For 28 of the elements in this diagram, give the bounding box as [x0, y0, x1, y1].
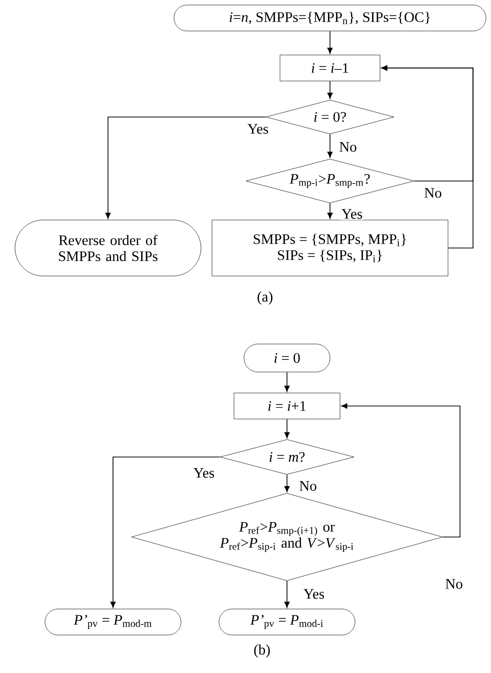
- arrow: [327, 202, 333, 219]
- terminal-box: P’$_{pv}$ = P$_{mod-i}$: [218, 608, 356, 636]
- arrow: [284, 474, 290, 492]
- edge-label: Yes: [192, 467, 216, 479]
- arrow: [284, 372, 290, 392]
- edge-label: Yes: [340, 208, 364, 220]
- process-box: SMPPs = {SMPPs, MPP$_{i}$} SIPs = {SIPs, IP$_{i}$}: [212, 220, 448, 276]
- arrow: [327, 80, 333, 99]
- terminal-box: i=n, SMPPs={MPP$_{n}$}, SIPs={OC}: [174, 4, 486, 32]
- process-box: i = i–1: [280, 54, 380, 82]
- arrow: [327, 134, 333, 158]
- arrow: [284, 418, 290, 438]
- terminal-box: Reverse order of SMPPs and SIPs: [14, 220, 202, 276]
- arrow: [110, 456, 220, 608]
- edge-label: No: [423, 187, 443, 199]
- arrow: [381, 65, 474, 248]
- arrow: [105, 116, 266, 219]
- process-box: i = i+1: [234, 392, 340, 420]
- arrow: [284, 580, 290, 608]
- edge-label: No: [444, 578, 464, 590]
- subfigure-label: (a): [258, 291, 272, 305]
- edge-label: No: [298, 480, 318, 492]
- edge-label: No: [338, 141, 358, 153]
- arrow: [341, 403, 460, 538]
- arrow: [327, 30, 333, 54]
- edge-label: Yes: [302, 588, 326, 600]
- terminal-box: P’$_{pv}$ = P$_{mod-m}$: [44, 608, 182, 636]
- terminal-box: i = 0: [244, 344, 330, 372]
